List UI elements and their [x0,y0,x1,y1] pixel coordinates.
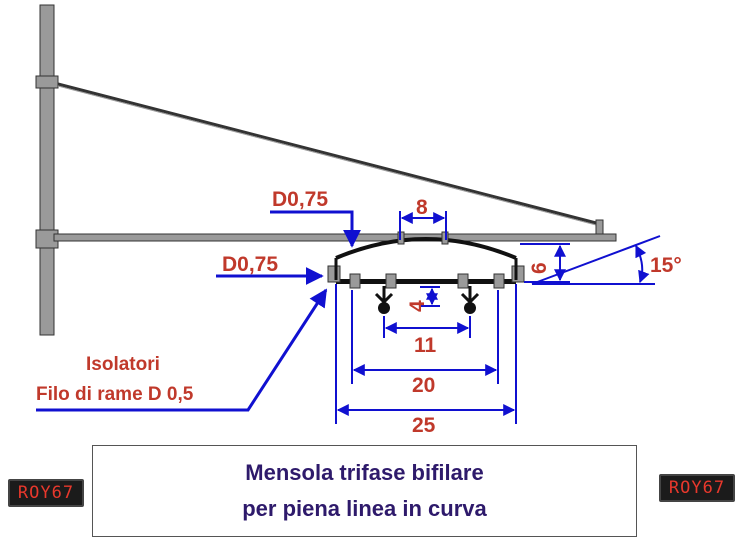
label-dim-25: 25 [412,414,436,437]
label-copper-wire: Filo di rame D 0,5 [36,384,194,405]
curved-support [335,237,517,260]
label-d-upper: D0,75 [272,188,328,211]
title-line-1: Mensola trifase bifilare [245,460,484,485]
angle-arc [635,244,650,284]
insulator-left [327,265,341,283]
stay-wire [57,82,601,226]
badge-left: ROY67 [8,479,84,507]
lower-bar [336,279,516,284]
wire-holder-left [374,286,394,314]
label-angle: 15° [650,254,682,277]
cantilever-arm [53,233,617,242]
leader-insulators [36,288,328,412]
label-dim-4: 4 [406,300,429,312]
label-d-lower: D0,75 [222,253,278,276]
insulator-right [511,265,525,283]
leader-d-upper [270,210,361,248]
label-dim-11: 11 [414,334,437,357]
wire-holder-right [460,286,480,314]
badge-right: ROY67 [659,474,735,502]
label-dim-20: 20 [412,374,435,397]
title-line-2: per piena linea in curva [242,496,487,521]
angle-slope [531,235,661,285]
title-box: Mensola trifase bifilare per piena linea… [92,445,637,537]
label-insulators: Isolatori [86,354,160,375]
label-dim-8: 8 [416,196,428,219]
mast-clamp-upper [35,75,59,89]
label-dim-6: 6 [528,262,551,274]
mast [39,4,55,336]
